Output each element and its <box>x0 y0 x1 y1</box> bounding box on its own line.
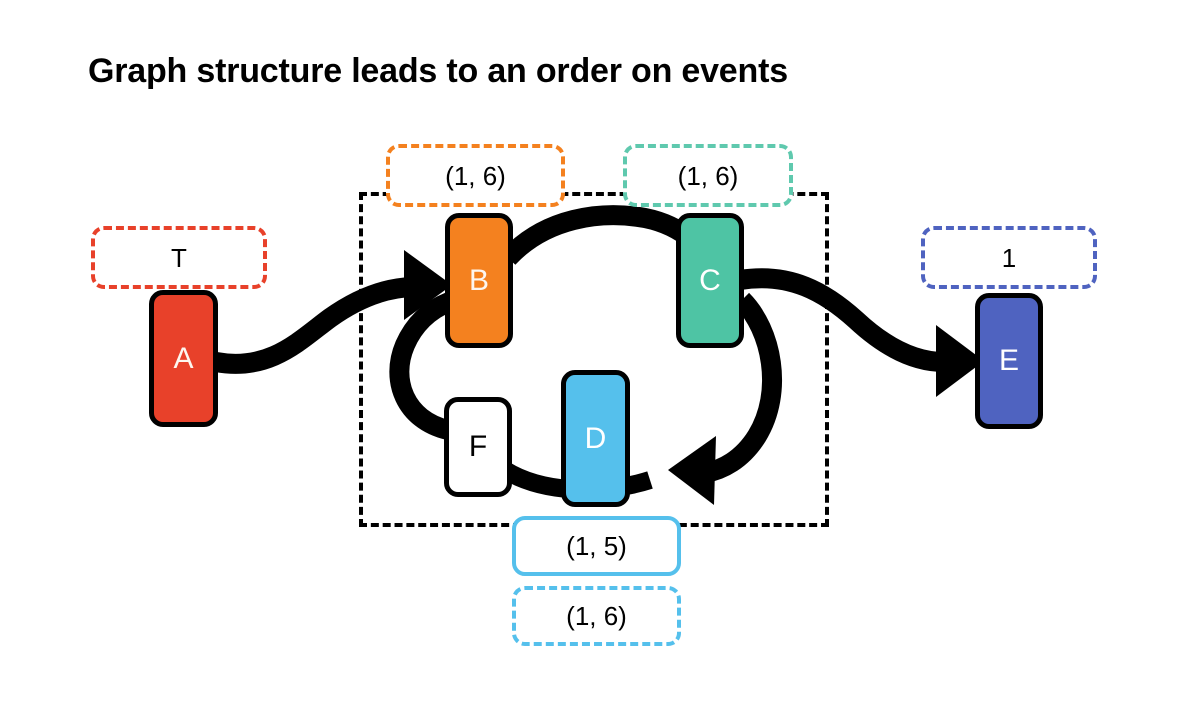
edge-f-to-b <box>389 292 453 440</box>
node-b[interactable]: B <box>445 213 513 348</box>
node-d[interactable]: D <box>561 370 630 507</box>
edge-c-to-d <box>668 292 783 505</box>
annotation-node-b-text: (1, 6) <box>445 160 506 191</box>
node-a[interactable]: A <box>149 290 218 427</box>
annotation-node-a-text: T <box>171 242 187 273</box>
node-c-label: C <box>699 263 721 297</box>
edge-b-to-c <box>500 205 699 266</box>
annotation-node-c-text: (1, 6) <box>677 160 739 191</box>
node-f[interactable]: F <box>444 397 512 497</box>
node-b-label: B <box>468 263 489 297</box>
node-c[interactable]: C <box>676 213 744 348</box>
annotation-node-e-text: 1 <box>1001 242 1017 273</box>
node-e-label: E <box>998 344 1019 377</box>
page-title: Graph structure leads to an order on eve… <box>88 52 788 90</box>
node-f-label: F <box>468 430 488 463</box>
annotation-node-d-primary-text: (1, 5) <box>566 531 627 561</box>
annotation-node-d-primary: (1, 5) <box>512 516 681 576</box>
annotation-node-d-secondary-text: (1, 6) <box>566 601 627 631</box>
node-a-label: A <box>173 341 194 375</box>
node-d-label: D <box>584 421 607 455</box>
annotation-node-d-secondary: (1, 6) <box>512 586 681 646</box>
annotation-node-b: (1, 6) <box>386 144 565 207</box>
annotation-node-e: 1 <box>921 226 1097 289</box>
annotation-node-c: (1, 6) <box>623 144 793 207</box>
annotation-node-a: T <box>91 226 267 289</box>
edge-a-to-b <box>214 250 452 374</box>
edge-c-to-e <box>738 268 984 397</box>
node-e[interactable]: E <box>975 293 1043 429</box>
